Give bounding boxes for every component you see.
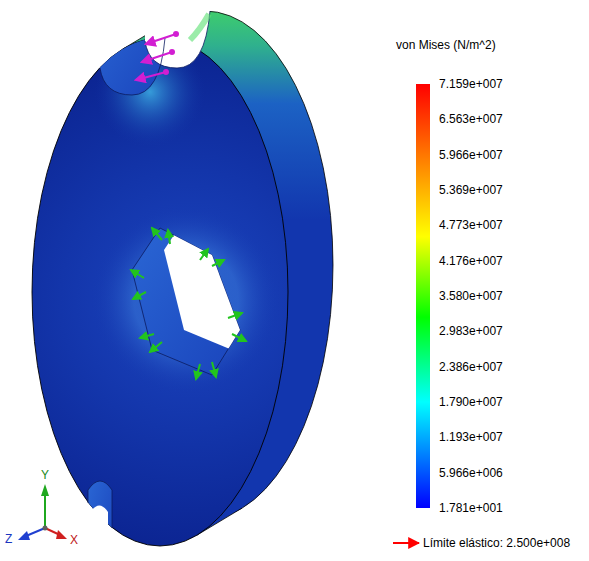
load-arrow [196,364,200,379]
fixture-discs [163,31,179,75]
color-bar [416,84,430,508]
fixture-arrow [142,52,172,62]
axis-z [26,528,45,536]
color-bar-value: 4.773e+007 [439,218,503,232]
load-arrow [131,270,144,278]
load-arrow [140,334,154,338]
load-arrow [228,313,242,318]
load-arrow [200,249,208,260]
stress-glow [32,38,288,546]
fixture-disc [163,69,169,75]
axis-y-head [41,484,49,496]
axis-label: X [70,533,78,547]
axis-label: Y [41,468,49,482]
axis-y [44,494,46,528]
axis-z-head [18,531,30,540]
load-arrow [152,228,162,240]
color-bar-value: 5.369e+007 [439,183,503,197]
color-bar-value: 1.193e+007 [439,430,503,444]
slot-wall [88,481,112,561]
color-bar-title: von Mises (N/m^2) [396,38,496,52]
pressure-loads [131,228,246,379]
load-arrow [150,342,162,352]
stress-hotspot [190,14,209,40]
load-arrow [168,230,170,244]
yield-limit-note: Límite elástico: 2.500e+008 [423,536,570,550]
notch-edge [100,38,165,95]
axis-origin [43,526,48,531]
color-bar-value: 4.176e+007 [439,254,503,268]
fixture-disc [169,49,175,55]
fixture-arrows [136,34,176,80]
stress-glow [32,38,288,546]
color-bar-value: 2.386e+007 [439,360,503,374]
color-bar-value: 1.790e+007 [439,395,503,409]
color-bar-value: 3.580e+007 [439,289,503,303]
fixture-arrow [146,34,176,44]
load-arrow [212,362,216,377]
color-bar-value: 7.159e+007 [439,77,503,91]
slot-cut [92,505,108,561]
hex-hole-opening [164,208,272,355]
yield-arrow [393,542,419,544]
color-bar-value: 2.983e+007 [439,324,503,338]
color-bar-value: 5.966e+006 [439,466,503,480]
color-bar-value: 1.781e+001 [439,501,503,515]
notch-edge [145,11,210,68]
disc-front-face [32,38,288,546]
color-bar-value: 6.563e+007 [439,112,503,126]
fixture-disc [173,31,179,37]
axis-label: Z [5,532,12,546]
load-arrow [232,334,246,341]
color-bar-value: 5.966e+007 [439,148,503,162]
load-arrow [133,292,146,299]
axis-x-head [56,530,67,539]
fixture-arrow [136,72,166,80]
load-arrow [212,260,224,266]
